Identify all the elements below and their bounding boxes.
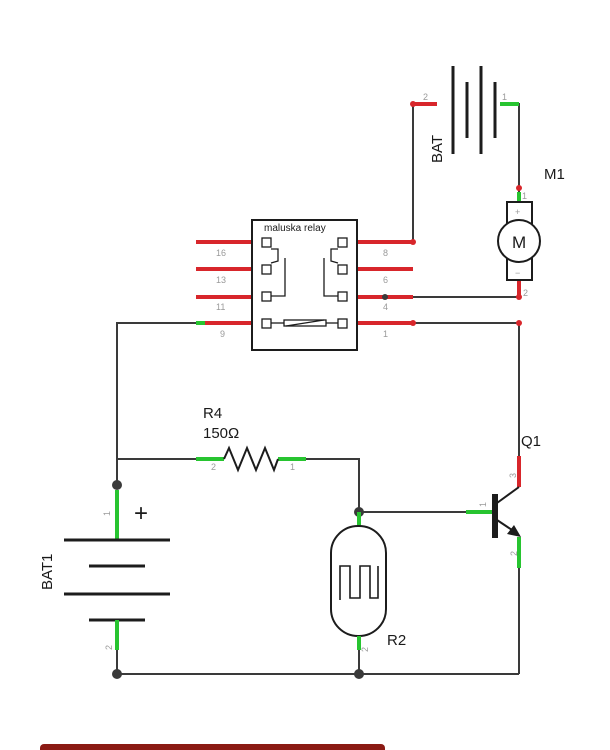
motor-plus-mark: +: [515, 207, 520, 217]
resistor-r4[interactable]: R4 150Ω 2 1: [196, 405, 306, 473]
resistor-pin-1-number: 1: [290, 462, 295, 472]
relay-maluska[interactable]: 16 13 11 9 8 6 4 1 maluska relay: [196, 219, 522, 351]
ldr-pin-2-number: 2: [360, 647, 370, 652]
relay-pin-13-number: 13: [216, 275, 226, 285]
resistor-label: R4: [203, 405, 222, 422]
bat1-pin-2-number: 2: [104, 645, 114, 650]
bat1-plus-mark: +: [134, 500, 148, 527]
ldr-label: R2: [387, 632, 406, 649]
wire-relay9-left[interactable]: [116, 322, 196, 485]
relay-pin-11-number: 11: [216, 302, 225, 312]
footer-bar: [40, 744, 385, 750]
bat1-pin-1-number: 1: [102, 511, 112, 516]
battery-bat1[interactable]: 1 + 2 BAT1: [39, 480, 170, 679]
relay-pin-1-number: 1: [383, 329, 388, 339]
motor-minus-mark: −: [515, 268, 520, 278]
bat-pin-2-number: 2: [423, 92, 428, 102]
q1-pin-1-number: 1: [478, 502, 488, 507]
relay-label: maluska relay: [264, 223, 326, 234]
motor-m1[interactable]: M1 1 2 M + −: [497, 166, 565, 300]
wire-bat-to-relay8[interactable]: [412, 103, 437, 242]
relay-pin-16-number: 16: [216, 248, 226, 258]
wire-r4-to-ldr[interactable]: [306, 458, 360, 510]
relay-pin-8-number: 8: [383, 248, 388, 258]
relay-pin-4-number: 4: [383, 302, 388, 312]
motor-symbol: M: [512, 233, 526, 252]
relay-pin-6-number: 6: [383, 275, 388, 285]
resistor-pin-2-number: 2: [211, 462, 216, 472]
ldr-r2[interactable]: 2 R2: [330, 507, 406, 679]
battery-bat[interactable]: 2 1 BAT: [410, 66, 519, 163]
transistor-label: Q1: [521, 433, 541, 450]
relay-body: [251, 219, 358, 351]
bat-pin-1-number: 1: [502, 92, 507, 102]
motor-pin-2-number: 2: [523, 288, 528, 298]
q1-pin-2-number: 2: [509, 551, 519, 556]
motor-label: M1: [544, 166, 565, 183]
wire-bat-to-motor[interactable]: [500, 103, 520, 192]
q1-pin-3-number: 3: [508, 473, 518, 478]
motor-pin-1-number: 1: [522, 191, 527, 201]
resistor-value: 150Ω: [203, 425, 239, 442]
transistor-q1[interactable]: Q1 3 1 2: [466, 433, 541, 568]
wires: [116, 103, 520, 675]
relay-pin-9-number: 9: [220, 329, 225, 339]
bat-label: BAT: [429, 135, 446, 163]
bat1-label: BAT1: [39, 554, 56, 590]
